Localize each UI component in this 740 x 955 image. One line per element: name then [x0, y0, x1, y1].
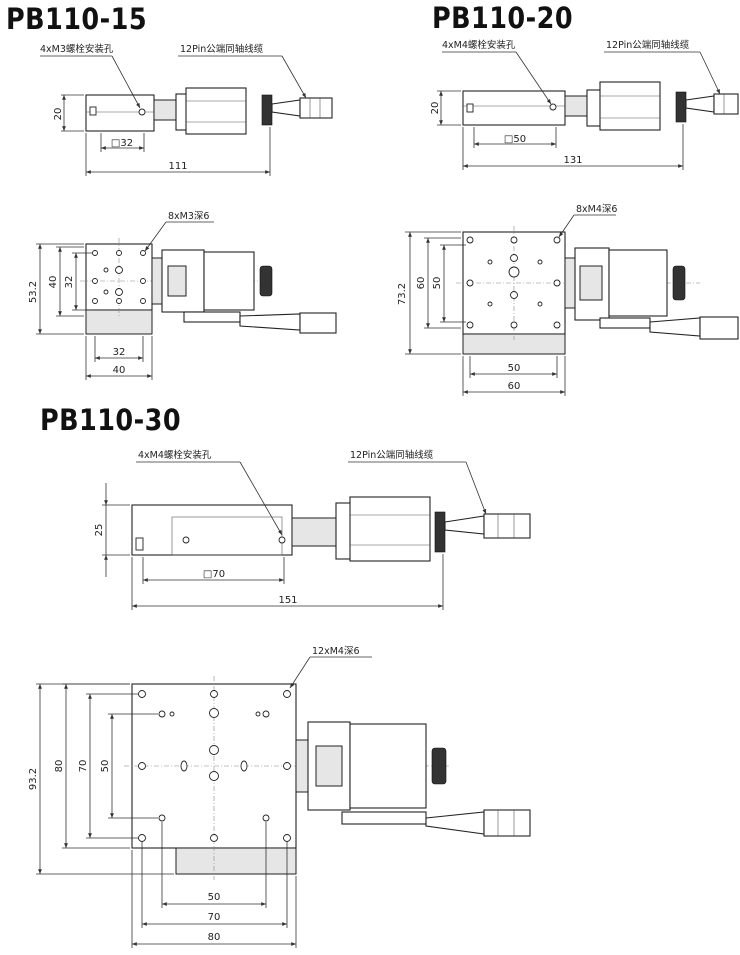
pb110-20-v1-dim: 60	[416, 277, 427, 290]
pb110-20-table-dim: □50	[504, 134, 526, 145]
pb110-30-h1-dim: 50	[208, 892, 221, 903]
pb110-30-cable-note: 12Pin公端同轴线缆	[350, 449, 434, 461]
pb110-30-h2-dim: 70	[208, 912, 221, 923]
pb110-15-height-dim: 20	[53, 108, 64, 121]
pb110-15-table-dim: □32	[111, 138, 133, 149]
pb110-20-bolt-note: 4xM4螺栓安装孔	[442, 39, 516, 51]
pb110-20-h1-dim: 50	[508, 363, 521, 374]
model-title-pb110-20: PB110-20	[432, 1, 574, 35]
pb110-30-v3-dim: 50	[100, 760, 111, 773]
pb110-30-v1-dim: 80	[54, 760, 65, 773]
pb110-20-cable-note: 12Pin公端同轴线缆	[606, 39, 690, 51]
pb110-30-holes-note: 12xM4深6	[312, 646, 360, 657]
pb110-20-top-view: 73.2 60 50 50 60 8xM4深6	[397, 204, 739, 396]
model-title-pb110-30: PB110-30	[40, 403, 182, 437]
pb110-30-bolt-note: 4xM4螺栓安装孔	[138, 449, 212, 461]
pb110-15-outer-v-dim: 53.2	[28, 281, 39, 303]
pb110-15-bolt-note: 4xM3螺栓安装孔	[40, 43, 114, 55]
pb110-30-side-view: 25 □70 151 4xM4螺栓安装孔 12Pin公端同轴线缆	[94, 449, 531, 610]
pb110-20-height-dim: 20	[430, 102, 441, 115]
model-title-pb110-15: PB110-15	[6, 2, 148, 36]
pb110-15-v1-dim: 40	[48, 276, 59, 289]
pb110-30-height-dim: 25	[94, 524, 105, 537]
pb110-30-v2-dim: 70	[78, 760, 89, 773]
pb110-15-h1-dim: 32	[113, 347, 126, 358]
pb110-30-h3-dim: 80	[208, 932, 221, 943]
pb110-15-cable-note: 12Pin公端同轴线缆	[180, 43, 264, 55]
pb110-30-table-dim: □70	[203, 569, 225, 580]
pb110-20-holes-note: 8xM4深6	[576, 204, 617, 215]
pb110-15-holes-note: 8xM3深6	[168, 211, 209, 222]
pb110-15-top-view: 53.2 40 32 32 40 8xM3深6	[28, 211, 337, 380]
pb110-15-side-view: 20 □32 111 4xM3螺栓安装孔 12Pin公端同轴线缆	[40, 43, 333, 176]
pb110-15-length-dim: 111	[168, 161, 187, 172]
pb110-30-outer-v-dim: 93.2	[28, 768, 39, 790]
pb110-20-outer-v-dim: 73.2	[397, 283, 408, 305]
pb110-20-length-dim: 131	[563, 155, 582, 166]
pb110-20-side-view: 20 □50 131 4xM4螺栓安装孔 12Pin公端同轴线缆	[430, 39, 739, 170]
pb110-15-h2-dim: 40	[113, 365, 126, 376]
pb110-30-top-view: 93.2 80 70 50 50 70 80 12xM4深6	[28, 646, 531, 948]
pb110-20-v2-dim: 50	[432, 277, 443, 290]
pb110-20-h2-dim: 60	[508, 381, 521, 392]
pb110-30-length-dim: 151	[278, 595, 297, 606]
pb110-15-v2-dim: 32	[64, 276, 75, 289]
